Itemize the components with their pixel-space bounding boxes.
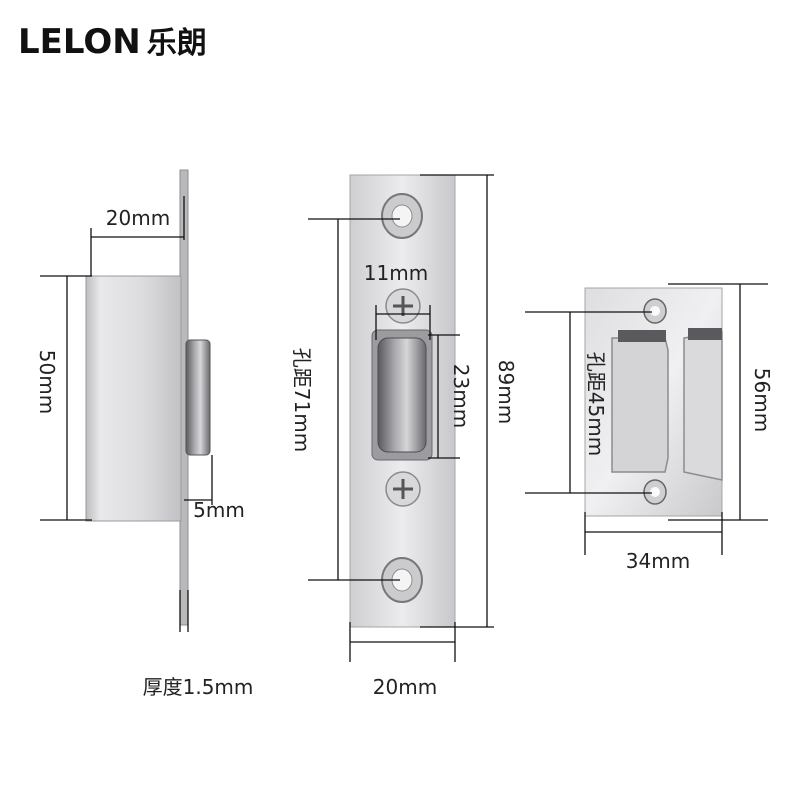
brand-name-latin: LELON <box>18 22 141 62</box>
front-plate-view: 11mm 孔距71mm 23mm 89mm 20mm <box>290 174 518 699</box>
dim-label-strike-height: 56mm <box>750 368 774 432</box>
screw-top-cross <box>393 296 413 316</box>
dim-label-roller-height: 23mm <box>449 364 473 428</box>
strike-hole-bottom-inner <box>650 487 660 497</box>
dim-label-hole-spacing-71: 孔距71mm <box>290 348 314 452</box>
strike-plate-view: 孔距45mm 56mm 34mm <box>525 283 774 573</box>
dim-label-roller-width: 11mm <box>364 261 428 285</box>
dim-label-side-height: 50mm <box>35 350 59 414</box>
dim-label-hole-spacing-45: 孔距45mm <box>584 352 608 456</box>
mounting-hole-top-inner <box>391 204 413 228</box>
side-view: 20mm 50mm 5mm 厚度1.5mm <box>35 169 254 699</box>
screw-bottom-cross <box>393 479 413 499</box>
roller <box>377 337 427 453</box>
dim-label-plate-width: 20mm <box>373 675 437 699</box>
dim-label-side-top-width: 20mm <box>106 206 170 230</box>
dim-label-total-height: 89mm <box>494 360 518 424</box>
brand-name-cjk: 乐朗 <box>146 26 207 61</box>
dim-label-side-protrusion: 5mm <box>193 498 245 522</box>
side-view-roller <box>185 339 211 456</box>
side-view-body <box>85 275 182 522</box>
strike-hole-top-inner <box>650 306 660 316</box>
strike-recess-left <box>611 337 669 473</box>
dim-label-strike-width: 34mm <box>626 549 690 573</box>
strike-recess-shadow-top <box>618 330 666 342</box>
strike-recess-shadow-right <box>688 328 722 340</box>
dim-label-side-thickness: 厚度1.5mm <box>143 675 254 699</box>
strike-recess-right <box>683 331 723 481</box>
